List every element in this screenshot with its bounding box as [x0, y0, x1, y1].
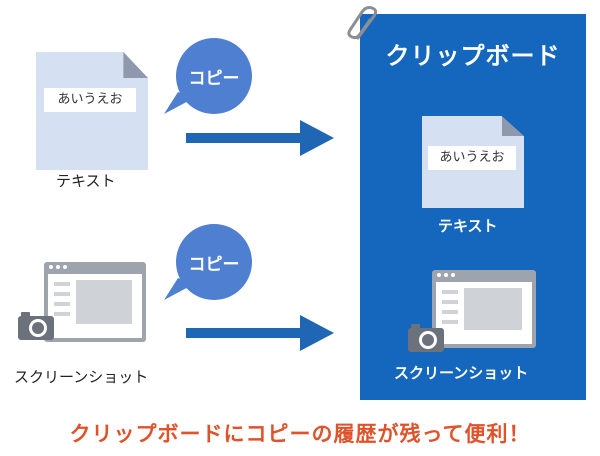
clipboard-title: クリップボード	[385, 42, 561, 70]
camera-icon	[408, 324, 444, 352]
bubble-tail	[164, 92, 194, 114]
browser-window-icon	[44, 262, 146, 342]
clipboard-text-label: テキスト	[438, 217, 498, 235]
arrow-icon	[186, 328, 301, 338]
text-document-icon: あいうえお	[422, 116, 524, 208]
text-label: テキスト	[56, 172, 116, 190]
copy-bubble: コピー	[176, 38, 252, 114]
arrow-head-icon	[300, 315, 334, 351]
footer-caption: クリップボードにコピーの履歴が残って便利！	[69, 422, 531, 446]
text-document-icon: あいうえお	[36, 52, 148, 170]
bubble-tail	[164, 278, 194, 300]
browser-window-icon	[432, 270, 536, 348]
copy-bubble: コピー	[176, 224, 252, 300]
clipboard-screenshot-label: スクリーンショット	[394, 364, 529, 382]
paperclip-icon	[347, 6, 378, 40]
screenshot-label: スクリーンショット	[14, 368, 149, 386]
document-text: あいうえお	[428, 146, 516, 170]
arrow-head-icon	[300, 120, 334, 156]
arrow-icon	[186, 133, 301, 143]
document-text: あいうえお	[44, 88, 136, 112]
camera-icon	[18, 312, 54, 340]
